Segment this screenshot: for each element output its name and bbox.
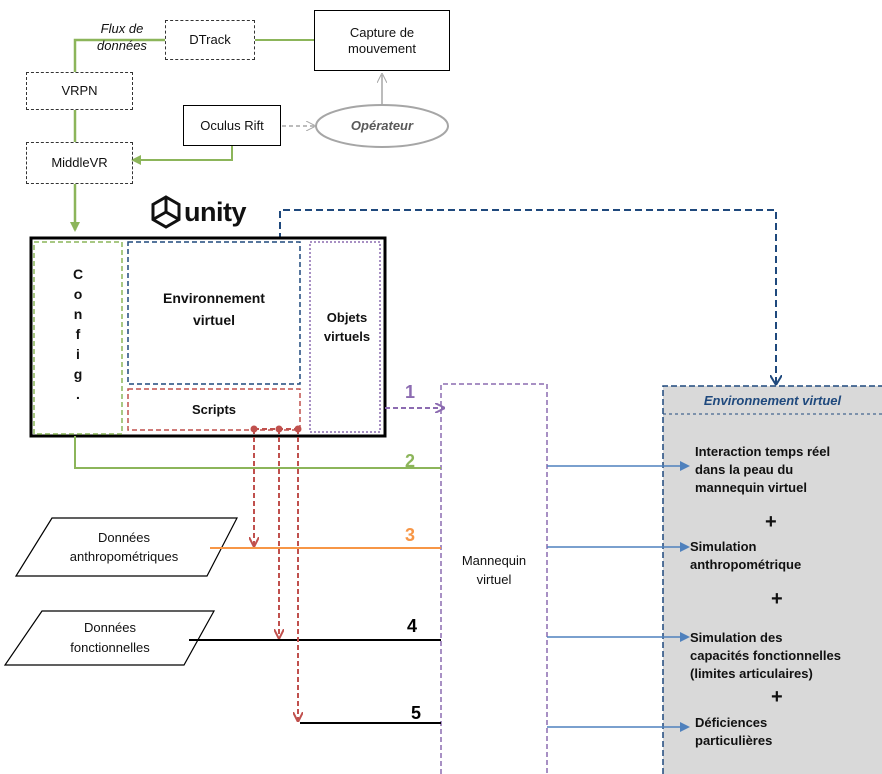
capture-label-line2: mouvement bbox=[348, 40, 416, 56]
middlevr-label: MiddleVR bbox=[51, 155, 108, 170]
output-item-4-line2: particulières bbox=[695, 733, 773, 748]
fonc-shape bbox=[3, 610, 216, 666]
output-panel-border bbox=[662, 385, 882, 774]
capture-label-line1: Capture de bbox=[349, 24, 415, 40]
number-2: 2 bbox=[405, 451, 416, 471]
scripts-label: Scripts bbox=[191, 402, 237, 417]
config-letter-g: g bbox=[73, 366, 83, 382]
output-item-2-line2: anthropométrique bbox=[690, 557, 802, 572]
unity-logo-text: unity bbox=[184, 197, 247, 227]
output-item-3: Simulation des capacités fonctionnelles … bbox=[690, 629, 841, 683]
mannequin-box bbox=[440, 383, 548, 774]
vrpn-label: VRPN bbox=[61, 83, 98, 98]
output-item-1: Interaction temps réel dans la peau du m… bbox=[695, 443, 830, 497]
fonc-label-line1: Données bbox=[83, 620, 137, 635]
scripts-label-wrap: Scripts bbox=[128, 400, 300, 420]
output-item-1-line2: dans la peau du bbox=[695, 462, 794, 477]
output-item-4-line1: Déficiences bbox=[695, 715, 768, 730]
env-label-line2: virtuel bbox=[192, 312, 235, 328]
output-header: Environnement virtuel bbox=[663, 390, 882, 412]
scripts-box bbox=[127, 388, 301, 431]
flux-line bbox=[73, 38, 165, 72]
objets-label-line2: virtuels bbox=[323, 329, 371, 344]
fonc-label: Données fonctionnelles bbox=[12, 614, 208, 662]
flux-label-line2: données bbox=[97, 38, 147, 53]
env-to-output-line bbox=[279, 209, 776, 384]
fonc-label-line2: fonctionnelles bbox=[70, 640, 150, 655]
plus-3: + bbox=[771, 686, 783, 708]
output-item-4: Déficiences particulières bbox=[695, 714, 772, 750]
output-item-3-line2: capacités fonctionnelles bbox=[690, 648, 841, 663]
config-letter-o: o bbox=[73, 286, 83, 302]
oculus-box: Oculus Rift bbox=[183, 105, 281, 146]
anthro-label: Données anthropométriques bbox=[18, 522, 230, 572]
config-letter-n: n bbox=[73, 306, 83, 322]
objets-label-line1: Objets bbox=[326, 310, 368, 325]
flux-label-line1: Flux de bbox=[100, 21, 144, 36]
output-header-label: Environnement virtuel bbox=[703, 393, 842, 408]
dtrack-label: DTrack bbox=[189, 32, 231, 47]
capture-box: Capture de mouvement bbox=[314, 10, 450, 71]
mannequin-label-line1: Mannequin bbox=[461, 553, 527, 568]
config-letter-dot: . bbox=[76, 386, 80, 402]
output-item-2: Simulation anthropométrique bbox=[690, 538, 801, 574]
oculus-to-middlevr-line bbox=[131, 146, 233, 165]
config-letter-f: f bbox=[75, 326, 81, 342]
env-box bbox=[127, 241, 301, 385]
config-letter-i: i bbox=[76, 346, 80, 362]
line-2 bbox=[74, 436, 441, 469]
middlevr-box: MiddleVR bbox=[26, 142, 133, 184]
objets-label: Objets virtuels bbox=[310, 305, 384, 349]
dtrack-box: DTrack bbox=[165, 20, 255, 60]
output-item-3-line1: Simulation des bbox=[690, 630, 783, 645]
output-item-1-line1: Interaction temps réel bbox=[695, 444, 831, 459]
plus-1: + bbox=[765, 511, 777, 533]
operateur-label-wrap: Opérateur bbox=[316, 115, 448, 137]
plus-2: + bbox=[771, 588, 783, 610]
objets-box bbox=[309, 241, 381, 433]
vrpn-box: VRPN bbox=[26, 72, 133, 110]
operateur-label: Opérateur bbox=[350, 118, 414, 133]
unity-frame bbox=[29, 236, 387, 438]
operateur-ellipse bbox=[315, 104, 449, 148]
mannequin-label-line2: virtuel bbox=[476, 572, 512, 587]
env-label: Environnement virtuel bbox=[128, 285, 300, 333]
anthro-label-line2: anthropométriques bbox=[69, 549, 179, 564]
output-panel bbox=[663, 386, 882, 774]
config-box bbox=[33, 241, 123, 435]
oculus-label: Oculus Rift bbox=[200, 117, 264, 133]
output-item-2-line1: Simulation bbox=[690, 539, 757, 554]
env-label-line1: Environnement bbox=[163, 290, 265, 306]
number-3: 3 bbox=[405, 525, 416, 545]
mannequin-label: Mannequin virtuel bbox=[441, 550, 547, 590]
unity-logo-icon bbox=[151, 195, 181, 229]
output-item-3-line3: (limites articulaires) bbox=[690, 666, 813, 681]
config-letter-c: C bbox=[72, 266, 84, 282]
number-4: 4 bbox=[407, 616, 418, 636]
number-1: 1 bbox=[405, 382, 416, 402]
output-item-1-line3: mannequin virtuel bbox=[695, 480, 807, 495]
anthro-shape bbox=[14, 517, 238, 577]
anthro-label-line1: Données bbox=[97, 530, 151, 545]
number-5: 5 bbox=[411, 703, 422, 723]
flux-label: Flux de données bbox=[86, 20, 158, 54]
